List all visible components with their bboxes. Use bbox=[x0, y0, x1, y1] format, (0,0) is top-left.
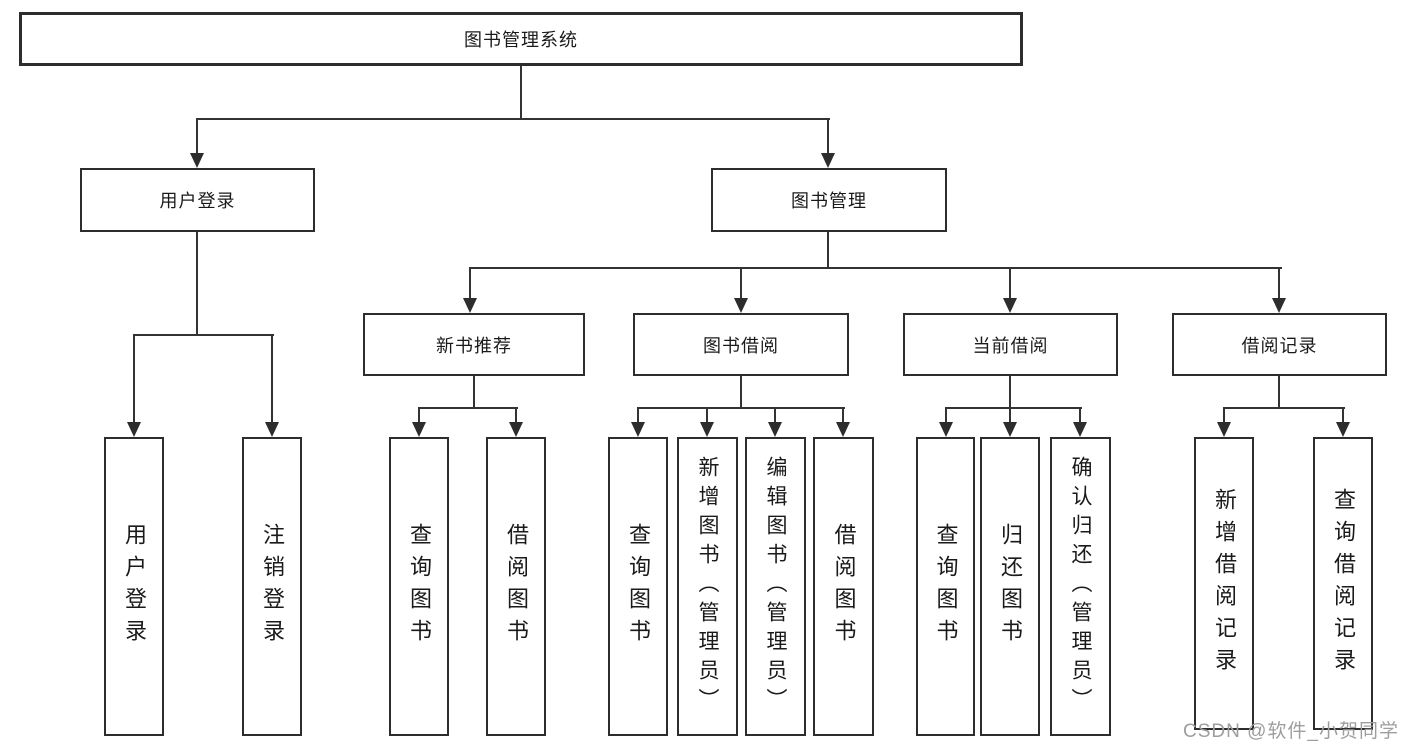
connector-line bbox=[418, 407, 518, 409]
node-label: 新书推荐 bbox=[436, 335, 512, 356]
arrowhead-icon bbox=[1272, 298, 1286, 313]
leaf-user-login: 用户登录 bbox=[104, 437, 164, 736]
leaf-label: 新增图书（管理员） bbox=[696, 456, 719, 717]
arrowhead-icon bbox=[1003, 298, 1017, 313]
leaf-add-books-admin: 新增图书（管理员） bbox=[677, 437, 738, 736]
connector-line bbox=[515, 407, 517, 424]
node-book-management: 图书管理 bbox=[711, 168, 947, 232]
leaf-label: 查询图书 bbox=[407, 522, 432, 651]
connector-line bbox=[1223, 407, 1225, 424]
connector-line bbox=[271, 334, 273, 424]
leaf-label: 查询图书 bbox=[626, 522, 651, 651]
node-label: 借阅记录 bbox=[1241, 335, 1318, 356]
arrowhead-icon bbox=[1073, 422, 1087, 437]
connector-line bbox=[1009, 407, 1011, 424]
leaf-query-books: 查询图书 bbox=[608, 437, 668, 736]
leaf-label: 归还图书 bbox=[998, 522, 1023, 651]
connector-line bbox=[945, 407, 947, 424]
node-new-book-recommendation: 新书推荐 bbox=[363, 313, 585, 376]
arrowhead-icon bbox=[1336, 422, 1350, 437]
connector-line bbox=[827, 118, 829, 155]
leaf-query-books: 查询图书 bbox=[916, 437, 975, 736]
connector-line bbox=[637, 407, 845, 409]
node-current-borrowing: 当前借阅 bbox=[903, 313, 1118, 376]
connector-line bbox=[1009, 374, 1011, 408]
arrowhead-icon bbox=[631, 422, 645, 437]
connector-line bbox=[1278, 374, 1280, 408]
arrowhead-icon bbox=[700, 422, 714, 437]
leaf-logout: 注销登录 bbox=[242, 437, 302, 736]
node-borrowing-records: 借阅记录 bbox=[1172, 313, 1387, 376]
node-label: 图书管理系统 bbox=[464, 30, 578, 50]
leaf-query-borrow-record: 查询借阅记录 bbox=[1313, 437, 1373, 730]
connector-line bbox=[1009, 267, 1011, 300]
leaf-add-borrow-record: 新增借阅记录 bbox=[1194, 437, 1254, 730]
connector-line bbox=[740, 374, 742, 408]
arrowhead-icon bbox=[463, 298, 477, 313]
connector-line bbox=[1079, 407, 1081, 424]
leaf-edit-books-admin: 编辑图书（管理员） bbox=[745, 437, 806, 736]
connector-line bbox=[827, 230, 829, 269]
csdn-watermark: CSDN @软件_小贺同学 bbox=[1183, 721, 1399, 742]
connector-line bbox=[1278, 267, 1280, 300]
arrowhead-icon bbox=[1003, 422, 1017, 437]
arrowhead-icon bbox=[768, 422, 782, 437]
connector-line bbox=[842, 407, 844, 424]
leaf-label: 用户登录 bbox=[122, 522, 147, 651]
leaf-label: 查询图书 bbox=[933, 522, 959, 651]
connector-line bbox=[469, 267, 1282, 269]
arrowhead-icon bbox=[734, 298, 748, 313]
node-library-management-system: 图书管理系统 bbox=[19, 12, 1023, 66]
arrowhead-icon bbox=[190, 153, 204, 168]
connector-line bbox=[1342, 407, 1344, 424]
connector-line bbox=[133, 334, 135, 424]
arrowhead-icon bbox=[412, 422, 426, 437]
node-user-login: 用户登录 bbox=[80, 168, 315, 232]
leaf-label: 借阅图书 bbox=[831, 522, 857, 651]
connector-line bbox=[418, 407, 420, 424]
leaf-borrow-books: 借阅图书 bbox=[813, 437, 874, 736]
leaf-label: 借阅图书 bbox=[504, 522, 529, 651]
leaf-label: 确认归还（管理员） bbox=[1069, 456, 1092, 717]
connector-line bbox=[706, 407, 708, 424]
arrowhead-icon bbox=[127, 422, 141, 437]
arrowhead-icon bbox=[836, 422, 850, 437]
node-label: 用户登录 bbox=[159, 191, 236, 211]
node-label: 图书管理 bbox=[791, 191, 867, 211]
leaf-confirm-return-admin: 确认归还（管理员） bbox=[1050, 437, 1111, 736]
connector-line bbox=[637, 407, 639, 424]
connector-line bbox=[196, 230, 198, 336]
connector-line bbox=[945, 407, 1082, 409]
leaf-query-books: 查询图书 bbox=[389, 437, 449, 736]
leaf-borrow-books: 借阅图书 bbox=[486, 437, 546, 736]
node-label: 图书借阅 bbox=[703, 335, 779, 356]
connector-line bbox=[196, 118, 830, 120]
node-label: 当前借阅 bbox=[972, 335, 1049, 356]
arrowhead-icon bbox=[509, 422, 523, 437]
leaf-return-books: 归还图书 bbox=[980, 437, 1040, 736]
leaf-label: 注销登录 bbox=[260, 522, 285, 651]
connector-line bbox=[196, 118, 198, 155]
connector-line bbox=[473, 374, 475, 408]
node-book-borrowing: 图书借阅 bbox=[633, 313, 849, 376]
leaf-label: 编辑图书（管理员） bbox=[764, 456, 787, 717]
arrowhead-icon bbox=[1217, 422, 1231, 437]
connector-line bbox=[740, 267, 742, 300]
leaf-label: 新增借阅记录 bbox=[1212, 487, 1237, 680]
leaf-label: 查询借阅记录 bbox=[1331, 487, 1356, 680]
arrowhead-icon bbox=[939, 422, 953, 437]
connector-line bbox=[469, 267, 471, 300]
connector-line bbox=[520, 64, 522, 119]
connector-line bbox=[774, 407, 776, 424]
connector-line bbox=[1223, 407, 1345, 409]
connector-line bbox=[133, 334, 274, 336]
arrowhead-icon bbox=[265, 422, 279, 437]
arrowhead-icon bbox=[821, 153, 835, 168]
